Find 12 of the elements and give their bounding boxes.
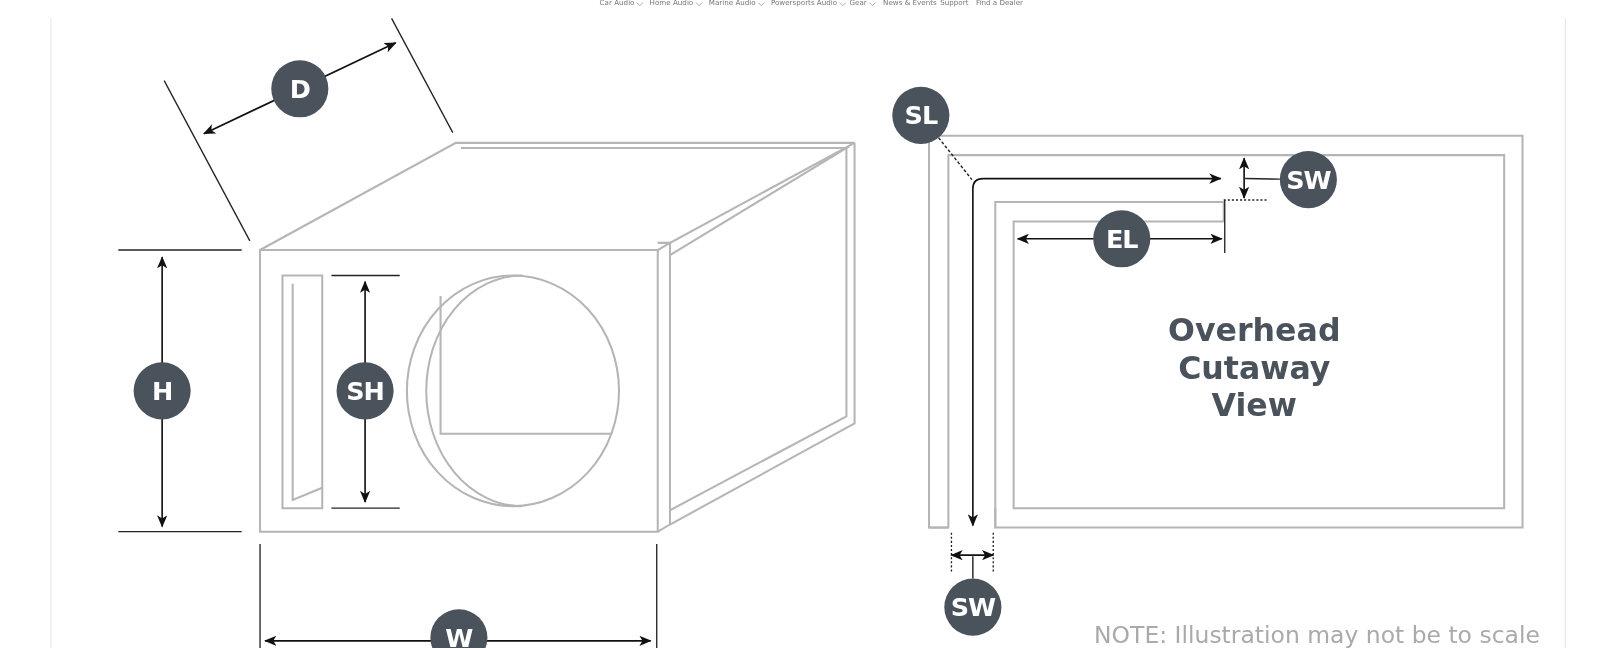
leader-line xyxy=(1244,177,1281,180)
leader-line xyxy=(972,555,974,580)
dimension-badge: SH xyxy=(336,362,394,420)
dimension-badge: SW xyxy=(1279,151,1337,209)
dimension-badge: W xyxy=(430,609,488,648)
dimension-badge: SW xyxy=(944,578,1002,636)
view-title: Overhead Cutaway View xyxy=(1167,311,1342,425)
note-text: NOTE: Illustration may not be to scale xyxy=(1093,622,1540,648)
dimension-badge: D xyxy=(271,60,329,118)
dimension-badge: H xyxy=(133,362,191,420)
dimension-badge: EL xyxy=(1093,210,1151,268)
dimension-badge: SL xyxy=(892,86,950,144)
